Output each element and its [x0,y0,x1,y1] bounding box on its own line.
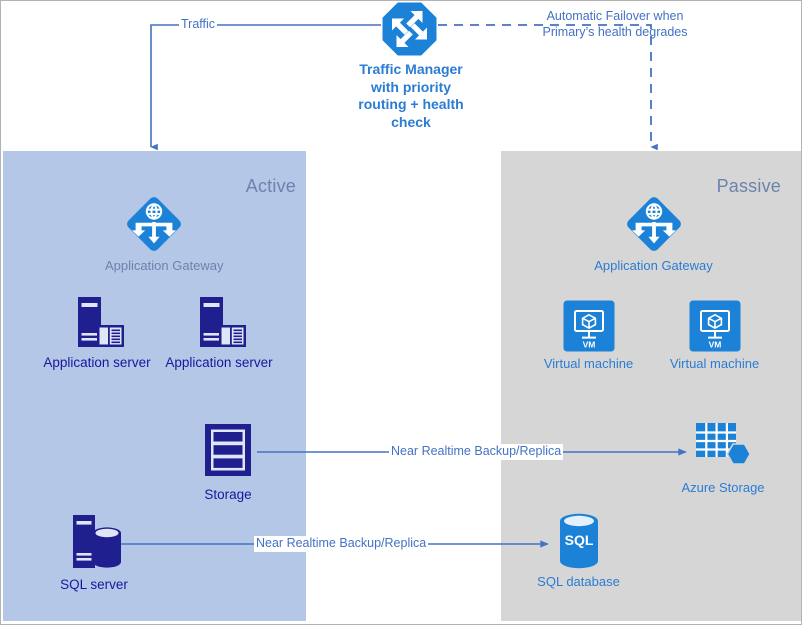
application-server-icon [78,297,124,347]
virtual-machine-icon: VM [689,300,740,352]
azure-storage-icon [696,423,752,465]
node-label-azure-storage: Azure Storage [681,480,765,495]
zone-title-active: Active [245,176,296,196]
traffic-manager-icon [382,2,437,56]
node-azure-storage[interactable]: Azure Storage [669,419,777,496]
application-gateway-icon [626,197,681,251]
connector-automatic-failover [438,24,658,151]
node-virtual-machine-1[interactable]: VM Virtual machine [531,299,646,372]
node-storage[interactable]: Storage [183,421,273,503]
node-sql-database[interactable]: SQL SQL database [526,513,631,590]
vm-badge-text: VM [708,340,721,350]
node-label-application-server-2: Application server [165,355,273,370]
vm-badge-text: VM [582,340,595,350]
virtual-machine-icon: VM [563,300,614,352]
node-application-gateway-active[interactable]: Application Gateway [105,191,224,274]
node-label-application-gateway-passive: Application Gateway [594,258,713,273]
node-virtual-machine-2[interactable]: VM Virtual machine [657,299,772,372]
connector-label-storage-replica: Near Realtime Backup/Replica [389,444,564,460]
connector-traffic [150,24,381,151]
failover-label-line-1: Automatic Failover when [546,9,684,23]
node-label-virtual-machine-1: Virtual machine [543,356,634,371]
application-gateway-icon [127,197,181,251]
tm-label-line-2: with priority [370,78,452,95]
node-label-sql-server: SQL server [60,577,128,592]
application-server-icon [200,297,246,347]
sql-badge-text: SQL [564,532,593,548]
connector-label-traffic: Traffic [179,17,218,33]
node-sql-server[interactable]: SQL server [49,513,139,593]
connector-label-automatic-failover: Automatic Failover when Primary’s health… [533,8,697,41]
tm-label-line-1: Traffic Manager [359,61,463,77]
node-application-gateway-passive[interactable]: Application Gateway [586,191,721,274]
node-application-server-2[interactable]: Application server [159,295,279,371]
node-label-application-gateway-active: Application Gateway [105,258,224,273]
tm-label-line-3: routing + health [358,96,464,112]
node-label-virtual-machine-2: Virtual machine [669,356,760,371]
node-label-storage: Storage [204,487,252,502]
connector-label-sql-replica: Near Realtime Backup/Replica [254,536,429,552]
node-label-application-server-1: Application server [43,355,151,370]
node-application-server-1[interactable]: Application server [37,295,157,371]
sql-server-icon [73,515,121,568]
tm-label-line-4: check [391,113,431,130]
node-label-sql-database: SQL database [537,574,620,589]
node-traffic-manager[interactable] [381,1,438,57]
storage-icon [205,424,251,476]
failover-label-line-2: Primary’s health degrades [542,25,688,40]
sql-database-icon: SQL [559,513,598,569]
zone-title-passive: Passive [716,176,781,196]
traffic-manager-label: Traffic Manager with priority routing + … [331,61,491,131]
